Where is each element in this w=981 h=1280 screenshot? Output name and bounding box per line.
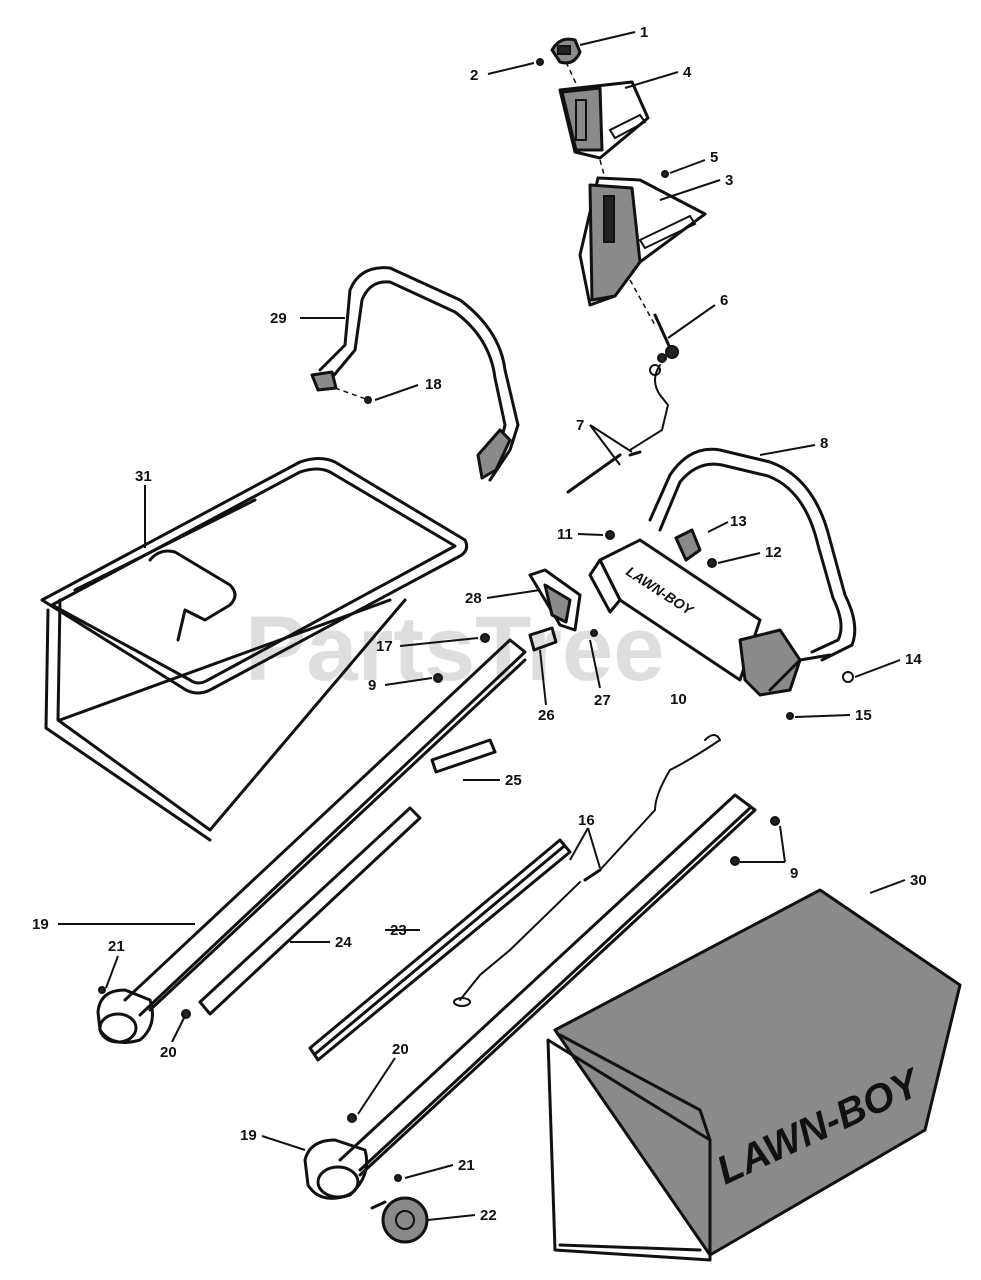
callout-29: 29 [270, 310, 287, 327]
callout-20-right: 20 [392, 1041, 409, 1058]
callout-10: 10 [670, 691, 687, 708]
callout-9: 9 [368, 677, 376, 694]
callout-18: 18 [425, 376, 442, 393]
callout-26: 26 [538, 707, 555, 724]
part-screw-21b [394, 1174, 402, 1182]
part-knob [550, 37, 582, 65]
assembly-line [334, 387, 367, 400]
part-nut-20b [347, 1113, 357, 1123]
callout-5: 5 [710, 149, 718, 166]
callout-27: 27 [594, 692, 611, 709]
callout-14: 14 [905, 651, 922, 668]
callout-11: 11 [557, 526, 573, 543]
part-nut-20a [181, 1009, 191, 1019]
part-clip-26 [528, 626, 558, 652]
callout-15: 15 [855, 707, 872, 724]
callout-7: 7 [576, 417, 584, 434]
callout-19-right: 19 [240, 1127, 257, 1144]
part-control-plate [558, 80, 650, 160]
callout-2: 2 [470, 67, 478, 84]
part-side-tube-right [303, 793, 757, 1200]
callout-20-left: 20 [160, 1044, 177, 1061]
callout-19-left: 19 [32, 916, 49, 933]
part-pin-15 [786, 712, 794, 720]
part-bolt-17 [480, 633, 490, 643]
assembly-line [599, 159, 606, 179]
part-nut-12 [707, 558, 717, 568]
part-catcher-frame [40, 457, 469, 842]
callout-23: 23 [390, 922, 407, 939]
part-screw-11 [605, 530, 615, 540]
part-cable-16 [453, 734, 722, 1007]
callout-1: 1 [640, 24, 648, 41]
part-control-housing [578, 176, 707, 307]
part-strip-25 [430, 738, 497, 774]
part-strip-23 [308, 838, 572, 1062]
part-side-tube-left [96, 638, 527, 1044]
callout-22: 22 [480, 1207, 497, 1224]
callout-9-right: 9 [790, 865, 798, 882]
leader-lines [58, 31, 906, 1221]
part-lower-handle [648, 447, 857, 662]
callout-25: 25 [505, 772, 522, 789]
callout-4: 4 [683, 64, 692, 81]
callout-21-right: 21 [458, 1157, 475, 1174]
part-screw [661, 170, 669, 178]
part-screw-small [536, 58, 544, 66]
part-bolt-9b [730, 816, 780, 866]
callout-13: 13 [730, 513, 747, 530]
part-screw-18 [364, 396, 372, 404]
part-cable-end [653, 313, 679, 363]
callout-31: 31 [135, 468, 152, 485]
part-control-cable [566, 364, 670, 494]
part-strip-24 [198, 806, 422, 1016]
part-bolt-9a [433, 673, 443, 683]
callout-24: 24 [335, 934, 352, 951]
part-handle-mechanism [738, 628, 832, 697]
part-knob-22 [370, 1196, 429, 1244]
callout-17: 17 [376, 638, 393, 655]
callout-6: 6 [720, 292, 728, 309]
callout-30: 30 [910, 872, 927, 889]
part-washer-14 [842, 671, 854, 683]
callout-12: 12 [765, 544, 782, 561]
part-screw-21a [98, 986, 106, 994]
callout-21-left: 21 [108, 938, 125, 955]
callout-labels: 1 2 3 4 5 6 7 8 9 9 10 11 13 12 14 15 16… [32, 24, 927, 1224]
part-grass-bag: LAWN-BOY [546, 888, 962, 1262]
part-bracket-13 [674, 528, 702, 562]
part-upper-handle [310, 266, 520, 482]
callout-16: 16 [578, 812, 595, 829]
callout-3: 3 [725, 172, 733, 189]
callout-8: 8 [820, 435, 828, 452]
callout-28: 28 [465, 590, 482, 607]
part-bracket-28 [528, 568, 582, 632]
part-screw-27 [590, 629, 598, 637]
watermark: PartsTree [245, 598, 664, 700]
assembly-line [629, 279, 656, 326]
